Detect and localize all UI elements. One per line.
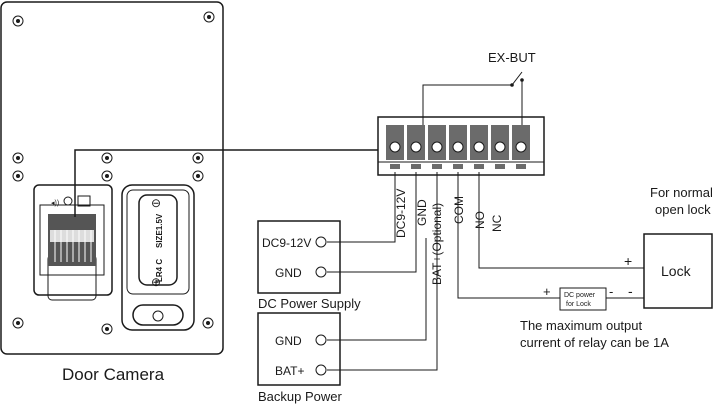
- terminal-block: [377, 116, 545, 176]
- battery-size-label: SIZE1.5V: [155, 213, 164, 248]
- terminal-circle-icon: [315, 364, 327, 376]
- backup-power: GND BAT+ Backup Power: [257, 312, 342, 404]
- lock-minus: -: [628, 283, 633, 299]
- battery-plus-icon: ⊕: [151, 275, 161, 289]
- dc-power-supply: DC9-12V GND DC Power Supply: [257, 220, 361, 311]
- relay-note-line1: The maximum output: [520, 318, 642, 333]
- relay-note-line2: current of relay can be 1A: [520, 335, 669, 350]
- lock-label: Lock: [661, 263, 692, 279]
- terminal-circle-icon: [315, 334, 327, 346]
- terminal-label-no: NO: [473, 211, 487, 229]
- terminal-screws: [386, 125, 530, 169]
- lock-note-line1: For normal: [650, 185, 713, 200]
- terminal-label-gnd: GND: [415, 199, 429, 226]
- screw-icon: [12, 11, 215, 335]
- door-camera-caption: Door Camera: [62, 365, 165, 384]
- terminal-label-com: COM: [452, 196, 466, 224]
- backup-power-caption: Backup Power: [258, 389, 342, 404]
- dc-supply-port-dc: DC9-12V: [262, 236, 311, 250]
- dc-supply-port-gnd: GND: [275, 266, 302, 280]
- lock-plus: +: [624, 253, 632, 269]
- battery-type-label: LR4 C: [155, 259, 164, 282]
- backup-port-bat: BAT+: [275, 364, 304, 378]
- dc-lock-supply-minus: -: [609, 284, 613, 299]
- camera-port-module: ◂)): [33, 184, 113, 301]
- lock-device: For normal open lock Lock + -: [624, 185, 713, 309]
- terminal-circle-icon: [315, 236, 327, 248]
- battery-compartment: ⊖ ⊕ SIZE1.5V LR4 C: [121, 184, 195, 331]
- terminal-label-dc9-12v: DC9-12V: [394, 189, 408, 238]
- camera-cable: [74, 149, 378, 217]
- terminal-label-nc: NC: [490, 214, 504, 232]
- wires: [327, 172, 644, 371]
- battery-minus-icon: ⊖: [151, 196, 161, 210]
- dc-lock-supply-plus: +: [543, 284, 551, 299]
- door-camera: ◂)) ⊖ ⊕ SIZE1.5V LR4 C Door Camera: [0, 1, 224, 384]
- dc-lock-supply-line1: DC power: [564, 292, 596, 299]
- exit-button-switch: EX-BUT: [422, 50, 536, 125]
- exit-button-label: EX-BUT: [488, 50, 536, 65]
- dc-lock-supply: DC power for Lock + -: [542, 284, 613, 311]
- backup-port-gnd: GND: [275, 334, 302, 348]
- door-camera-body: [0, 1, 224, 355]
- lock-note-line2: open lock: [655, 202, 711, 217]
- dc-lock-supply-line2: for Lock: [566, 301, 591, 308]
- terminal-circle-icon: [315, 266, 327, 278]
- speaker-icon: ◂)): [51, 200, 59, 207]
- dc-supply-caption: DC Power Supply: [258, 296, 361, 311]
